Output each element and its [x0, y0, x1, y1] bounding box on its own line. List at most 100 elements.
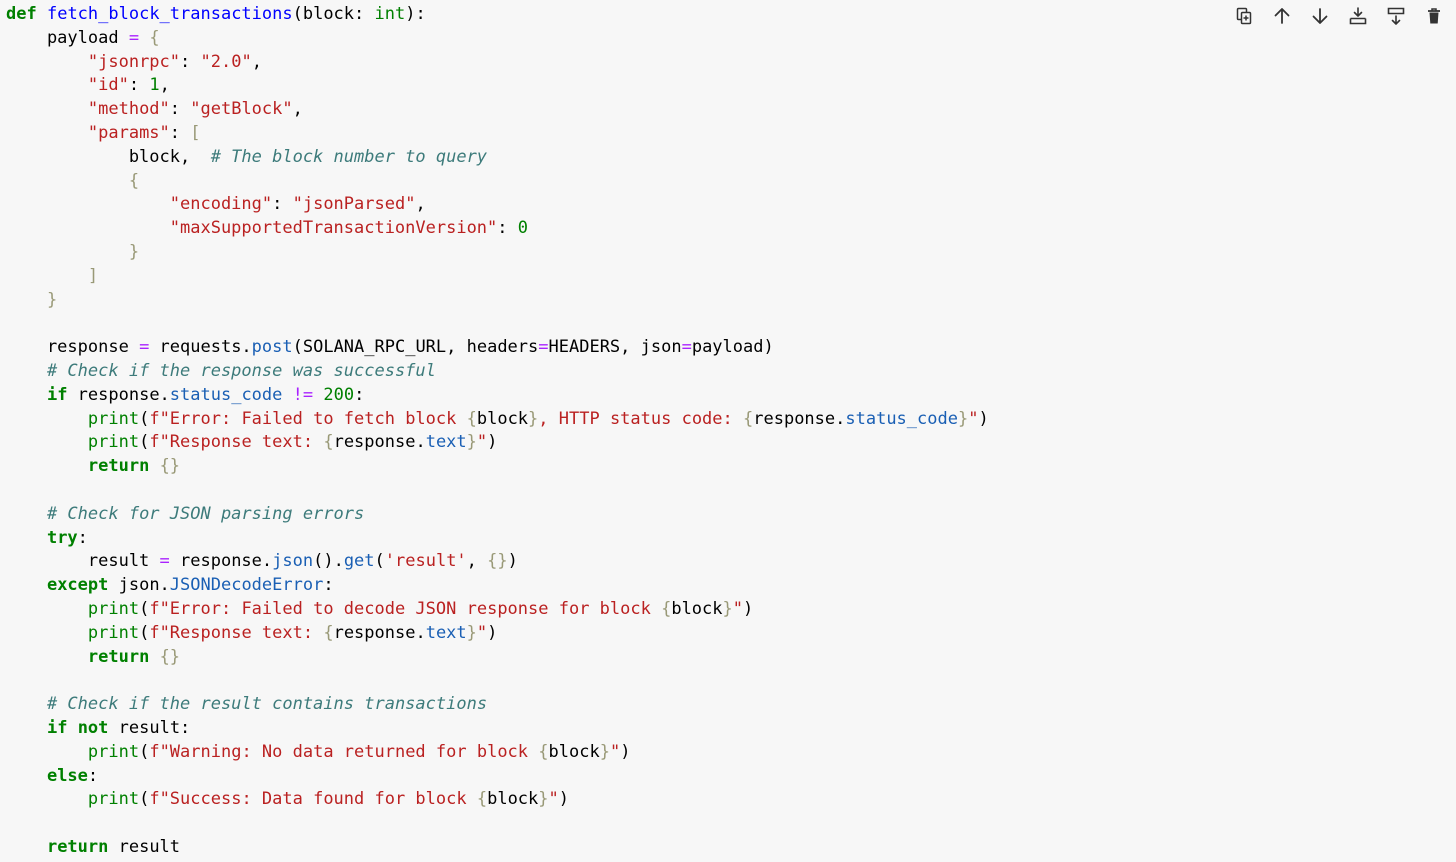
- code-line: except json.JSONDecodeError:: [6, 574, 989, 598]
- code-token: [6, 647, 88, 667]
- code-token: [6, 575, 47, 595]
- code-token: {: [538, 741, 549, 762]
- code-token: (block:: [292, 4, 375, 24]
- code-line: # Check if the result contains transacti…: [6, 693, 989, 717]
- code-line: response = requests.post(SOLANA_RPC_URL,…: [6, 336, 989, 360]
- code-token: response: [6, 337, 140, 358]
- code-line: }: [6, 289, 989, 313]
- code-token: 'result': [384, 551, 467, 572]
- code-token: [6, 242, 129, 262]
- code-token: :: [180, 51, 201, 72]
- code-token: :: [169, 122, 191, 143]
- code-token: :: [169, 99, 191, 120]
- code-token: }: [528, 408, 539, 429]
- code-token: }: [128, 241, 140, 262]
- duplicate-cell-button[interactable]: [1228, 2, 1260, 30]
- code-token: "params": [87, 122, 170, 143]
- code-token: ,: [159, 75, 170, 96]
- insert-cell-below-button[interactable]: [1380, 2, 1412, 30]
- code-token: [313, 385, 323, 405]
- code-token: :: [272, 194, 293, 215]
- delete-icon: [1428, 8, 1440, 24]
- code-token: !=: [292, 384, 314, 405]
- code-token: # Check for JSON parsing errors: [46, 503, 365, 524]
- code-token: {: [466, 408, 477, 429]
- code-token: text: [425, 432, 467, 453]
- code-token: }: [46, 289, 58, 310]
- code-token: except: [46, 575, 109, 596]
- code-token: response.: [333, 622, 426, 643]
- code-token: [6, 52, 88, 72]
- code-token: ": [548, 789, 559, 810]
- code-token: {: [661, 598, 672, 619]
- code-token: f"Success: Data found for block: [149, 789, 477, 810]
- code-token: :: [323, 575, 334, 596]
- code-token: payload): [691, 337, 774, 358]
- code-token: [282, 385, 292, 405]
- code-token: }: [722, 598, 733, 619]
- code-editor[interactable]: def fetch_block_transactions(block: int)…: [6, 3, 989, 860]
- code-line: if response.status_code != 200:: [6, 384, 989, 408]
- code-token: ,: [251, 51, 262, 72]
- code-token: (: [139, 408, 150, 429]
- code-token: json: [272, 551, 314, 572]
- code-token: status_code: [169, 384, 283, 405]
- code-line: print(f"Error: Failed to decode JSON res…: [6, 598, 989, 622]
- code-line: "encoding": "jsonParsed",: [6, 193, 989, 217]
- move-down-button[interactable]: [1304, 2, 1336, 30]
- code-token: :: [128, 75, 150, 96]
- code-token: [6, 623, 88, 643]
- code-token: try: [46, 527, 78, 548]
- code-token: ):: [405, 4, 426, 24]
- code-token: [6, 694, 47, 714]
- code-token: [6, 528, 47, 548]
- code-token: f"Response text:: [149, 432, 324, 453]
- code-line: "params": [: [6, 122, 989, 146]
- code-token: [37, 4, 47, 24]
- code-token: =: [128, 27, 140, 48]
- code-token: status_code: [845, 408, 958, 429]
- code-line: print(f"Warning: No data returned for bl…: [6, 741, 989, 765]
- code-token: =: [139, 337, 150, 358]
- cell-toolbar: [1228, 2, 1450, 30]
- code-line: "method": "getBlock",: [6, 98, 989, 122]
- insert-cell-above-button[interactable]: [1342, 2, 1374, 30]
- code-line: print(f"Error: Failed to fetch block {bl…: [6, 408, 989, 432]
- code-token: print: [87, 622, 140, 643]
- code-token: ": [968, 408, 979, 429]
- code-token: (SOLANA_RPC_URL, headers: [292, 337, 539, 358]
- code-token: {: [149, 27, 160, 48]
- code-token: else: [46, 765, 88, 786]
- move-up-button[interactable]: [1266, 2, 1298, 30]
- code-token: }: [466, 622, 477, 643]
- code-token: JSONDecodeError: [169, 575, 324, 596]
- code-token: "maxSupportedTransactionVersion": [169, 218, 498, 239]
- code-token: requests.: [149, 337, 252, 358]
- code-token: text: [425, 622, 467, 643]
- code-token: ": [476, 432, 488, 453]
- code-token: =: [538, 337, 549, 358]
- code-line: print(f"Response text: {response.text}"): [6, 622, 989, 646]
- code-token: get: [343, 551, 375, 572]
- code-token: =: [159, 551, 170, 572]
- code-token: (: [139, 789, 150, 810]
- code-token: response.: [67, 384, 170, 405]
- code-line: "id": 1,: [6, 74, 989, 98]
- code-token: print: [87, 789, 140, 810]
- code-token: (: [139, 741, 150, 762]
- code-token: ": [476, 622, 488, 643]
- code-token: [6, 432, 88, 452]
- code-token: json.: [108, 575, 170, 596]
- code-token: ): [558, 789, 570, 810]
- code-token: ): [487, 432, 498, 453]
- duplicate-icon: [1236, 7, 1252, 25]
- code-line: {: [6, 170, 989, 194]
- delete-cell-button[interactable]: [1418, 2, 1450, 30]
- code-token: 200: [323, 384, 355, 405]
- code-token: ,: [466, 551, 488, 572]
- code-token: [149, 647, 159, 667]
- code-token: :: [497, 218, 518, 239]
- code-token: ): [620, 741, 631, 762]
- code-line: ]: [6, 265, 989, 289]
